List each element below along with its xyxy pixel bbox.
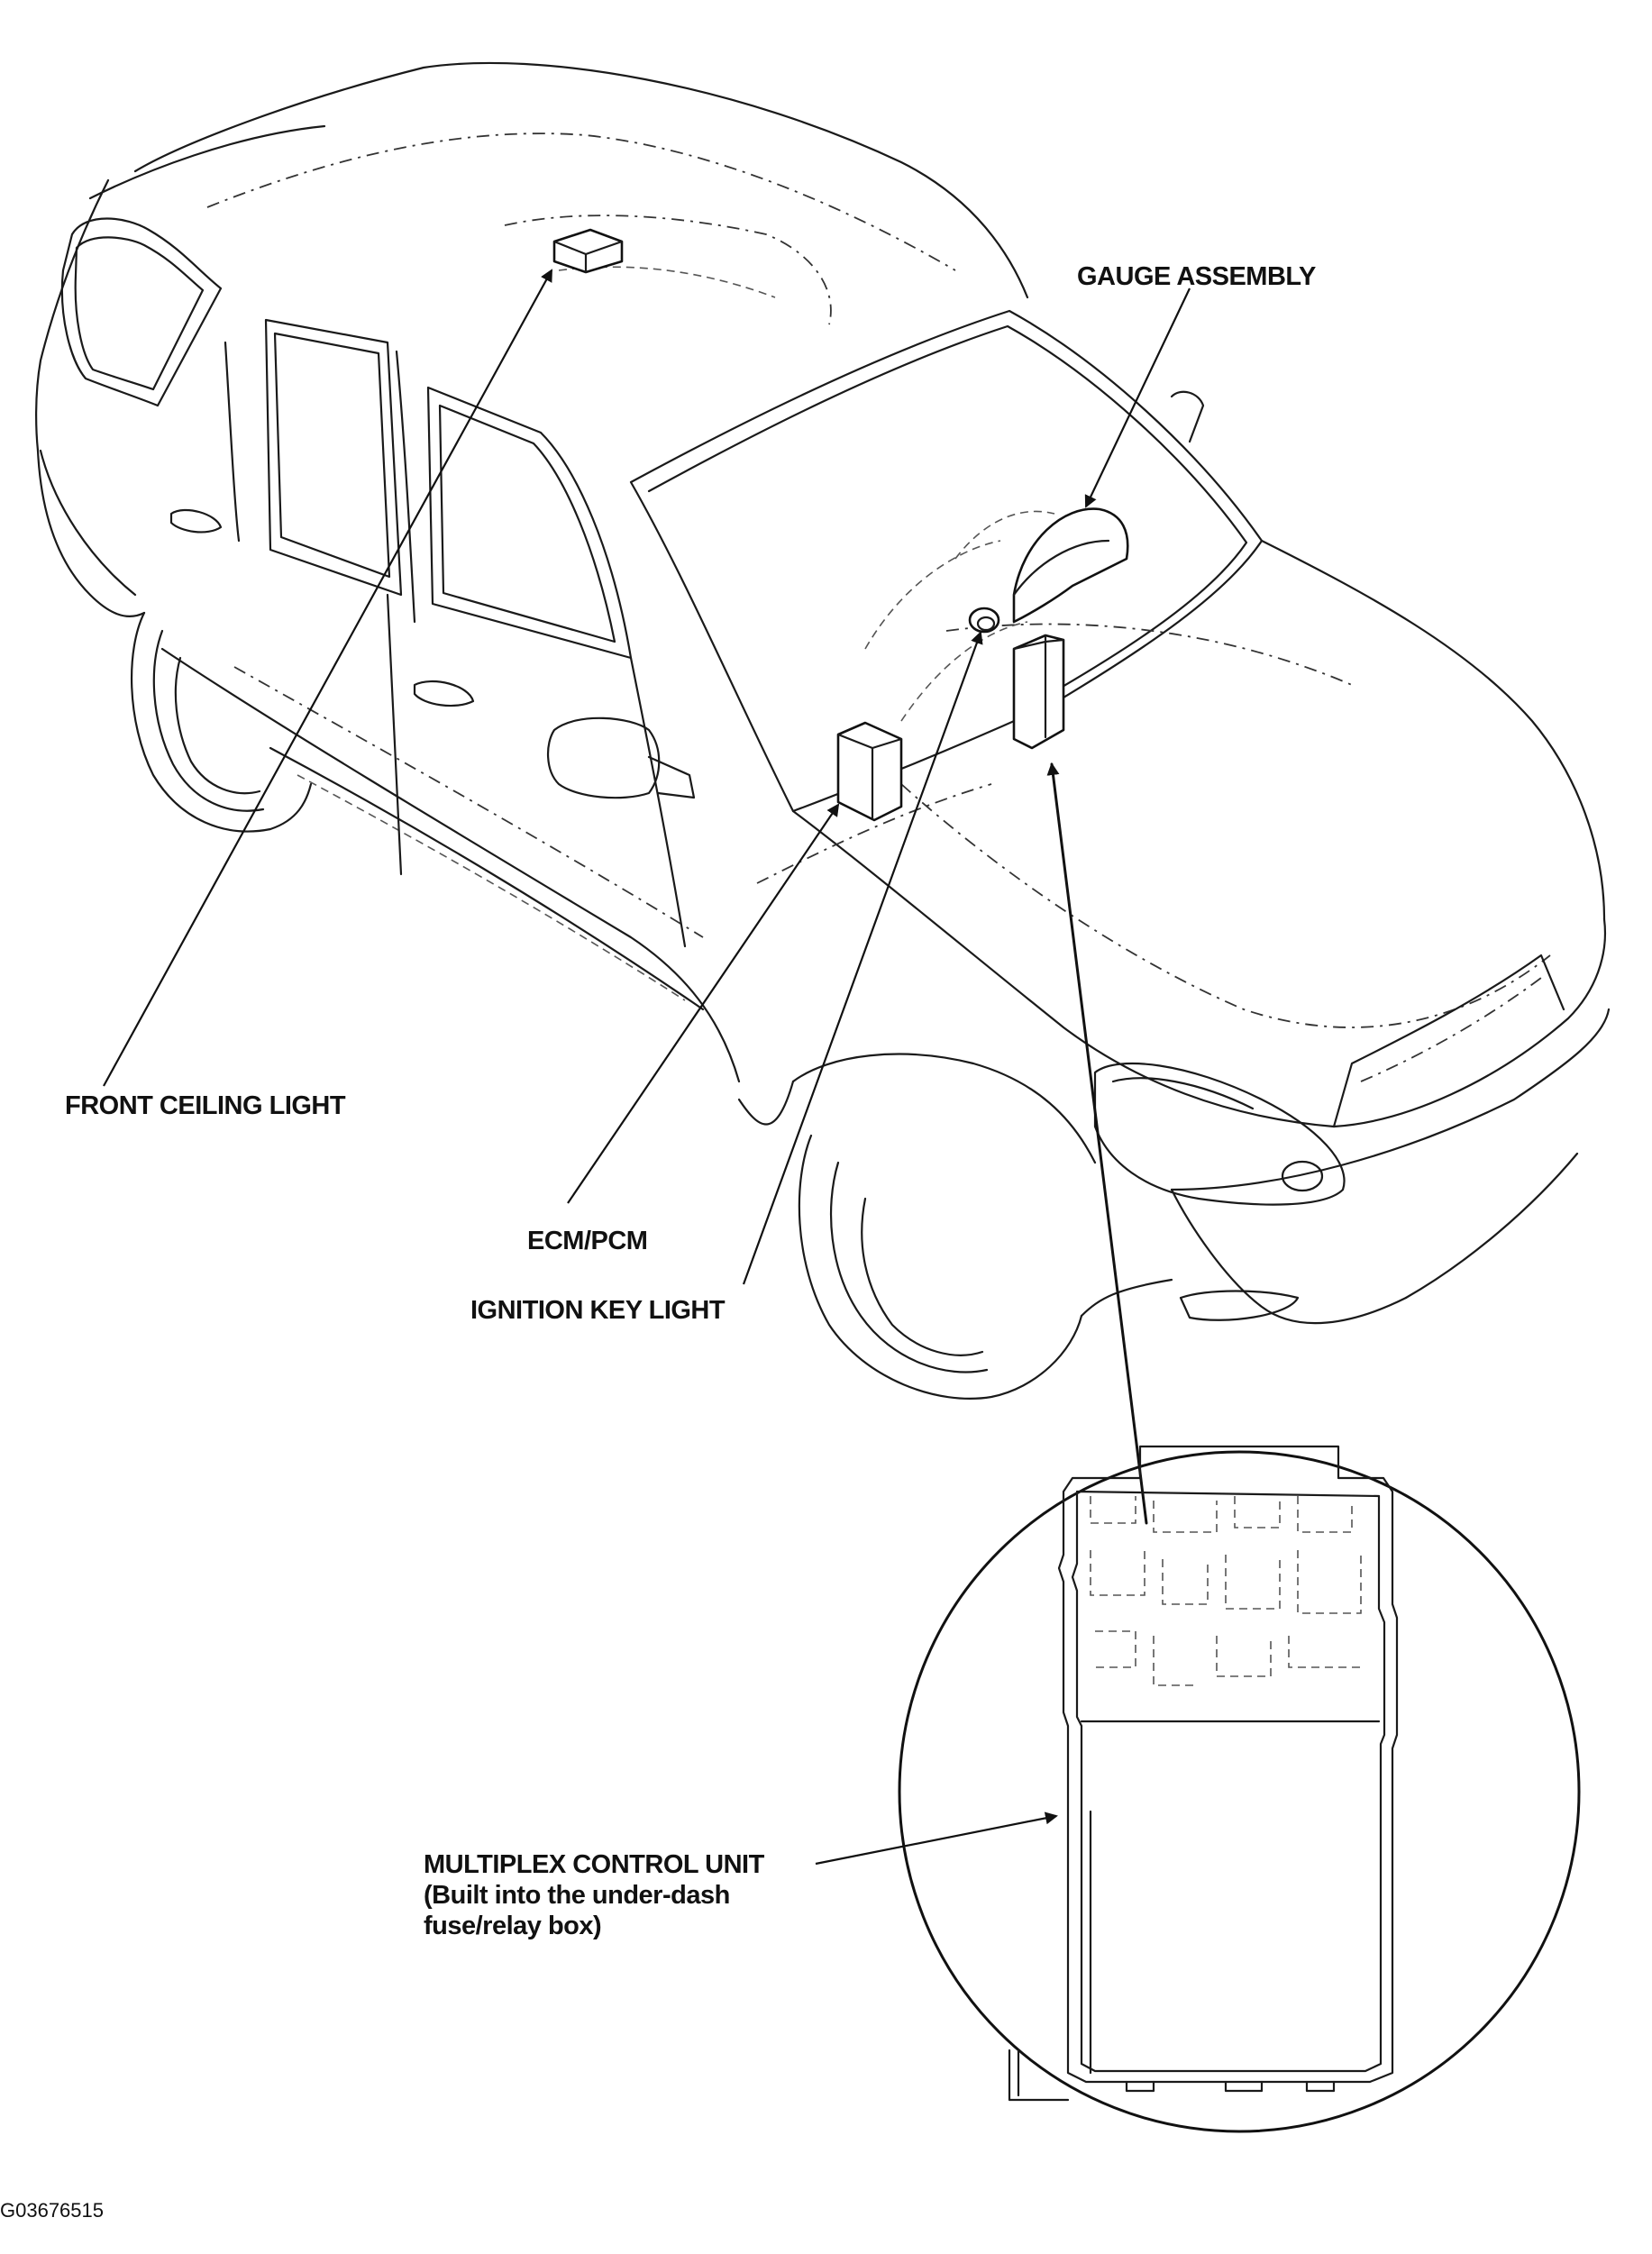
ignition-key-light-part: [968, 607, 1000, 634]
figure-id: G03676515: [0, 2199, 104, 2222]
multiplex-label-line-1: MULTIPLEX CONTROL UNIT: [424, 1850, 764, 1879]
multiplex-control-unit-label: MULTIPLEX CONTROL UNIT (Built into the u…: [424, 1849, 764, 1941]
multiplex-detail-leader: [815, 1811, 1058, 1866]
fuse-relay-box: [1008, 1445, 1399, 2102]
multiplex-unit-part: [1012, 634, 1065, 750]
leader-lines: [103, 269, 1191, 1866]
ecm-pcm-label: ECM/PCM: [527, 1227, 648, 1255]
detail-callout-circle: [898, 1450, 1581, 2133]
front-ceiling-light-leader: [103, 269, 552, 1087]
multiplex-label-line-2: (Built into the under-dash: [424, 1881, 730, 1910]
multiplex-label-line-3: fuse/relay box): [424, 1912, 602, 1940]
ecm-pcm-part: [836, 721, 903, 822]
front-ceiling-light-part: [552, 228, 624, 274]
ignition-key-light-leader: [742, 631, 983, 1285]
ecm-pcm-leader: [567, 803, 840, 1204]
front-ceiling-light-label: FRONT CEILING LIGHT: [65, 1091, 346, 1120]
gauge-assembly-label: GAUGE ASSEMBLY: [1077, 262, 1316, 291]
gauge-assembly-leader: [1084, 287, 1191, 508]
ignition-key-light-label: IGNITION KEY LIGHT: [470, 1296, 726, 1325]
gauge-assembly-part: [1012, 507, 1129, 624]
vehicle-body: [35, 61, 1611, 1400]
multiplex-unit-leader: [1046, 762, 1148, 1525]
